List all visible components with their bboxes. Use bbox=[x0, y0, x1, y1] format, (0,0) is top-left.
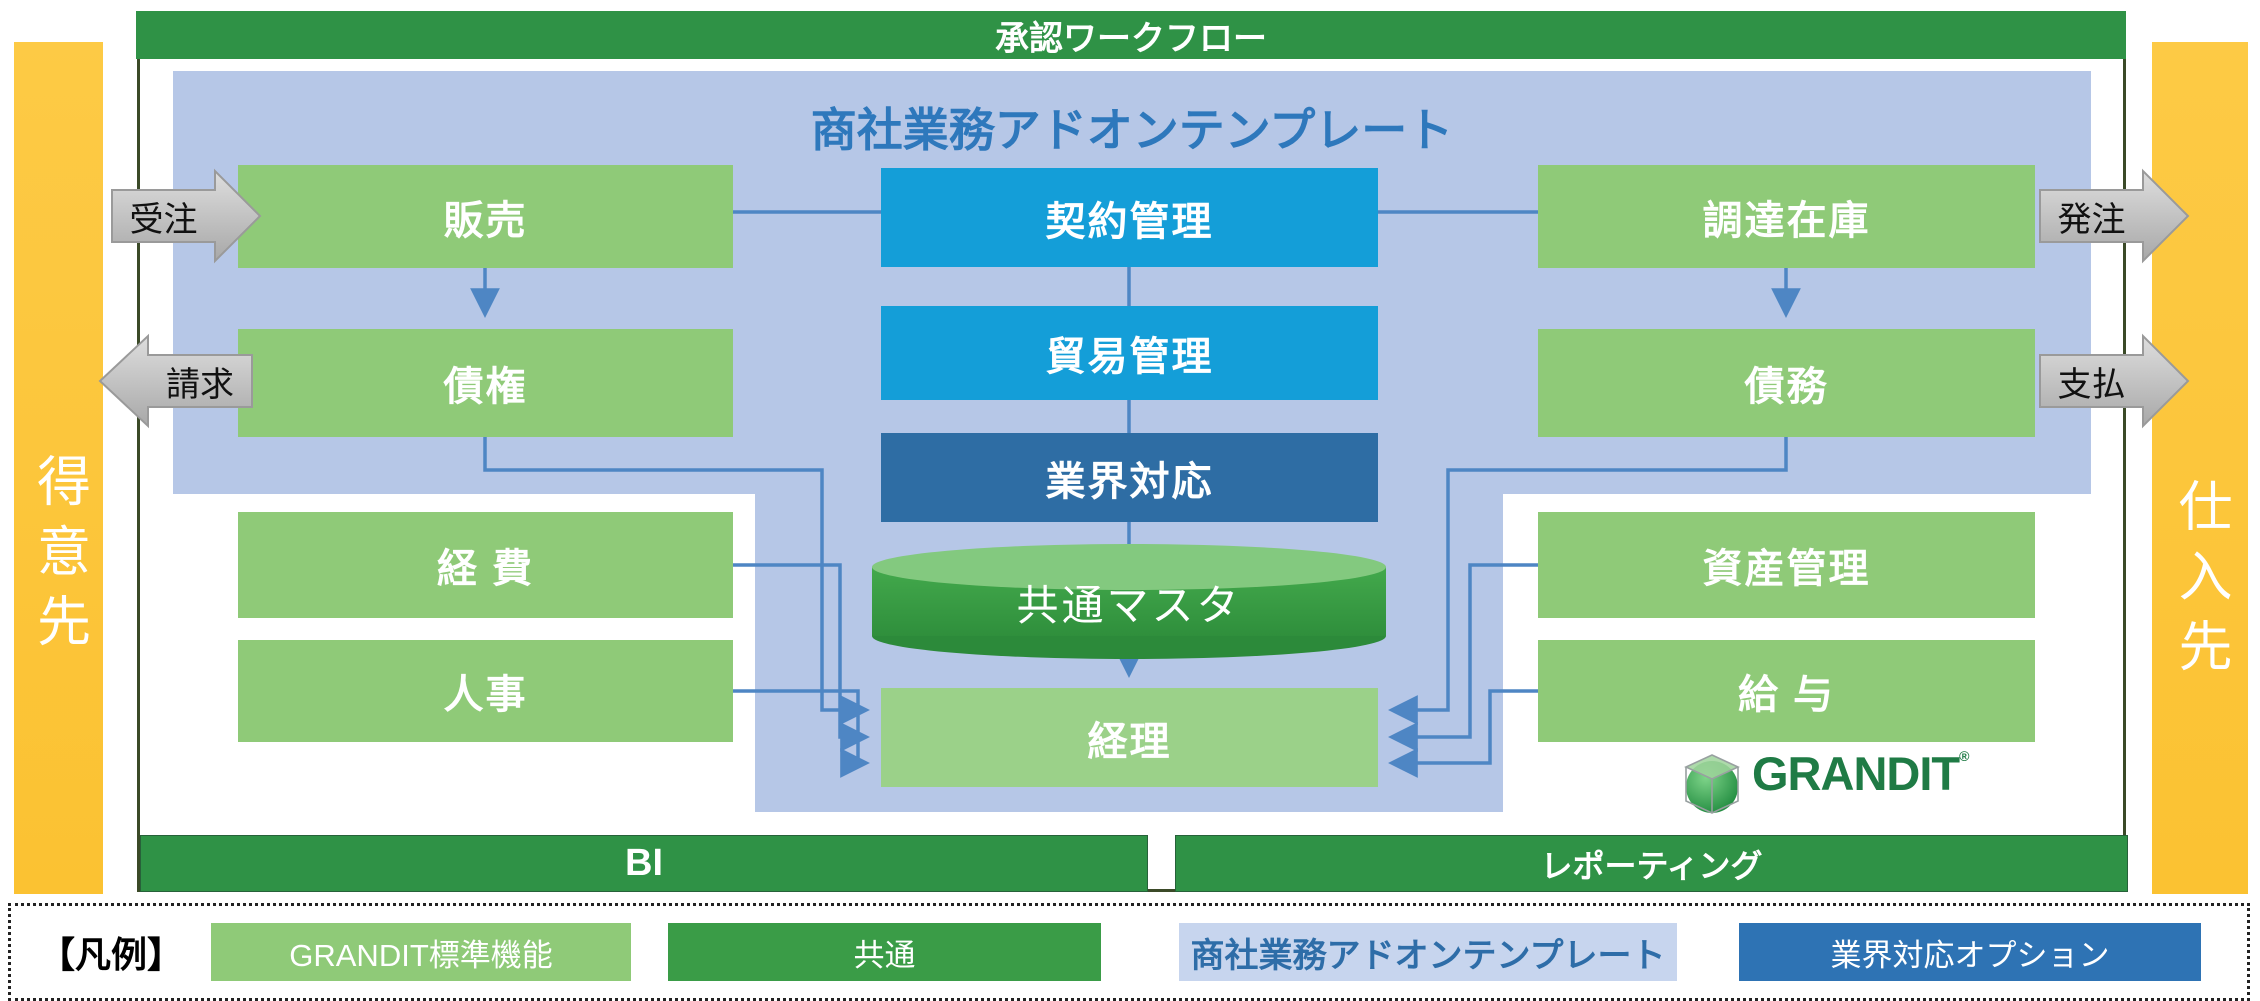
module-common-master: 共通マスタ bbox=[1016, 581, 1242, 629]
cylinder-top bbox=[872, 544, 1386, 590]
module-receivables: 債権 bbox=[238, 329, 733, 437]
grandit-logo-text: GRANDIT bbox=[1752, 747, 1960, 800]
arrow-keihi-keiri bbox=[733, 563, 870, 752]
order-in-label: 受注 bbox=[129, 200, 198, 239]
customer-rail-label: 得意先 bbox=[28, 453, 89, 663]
grandit-logo-icon bbox=[1684, 754, 1740, 814]
module-expenses: 経 費 bbox=[238, 512, 733, 618]
arrow-kyuyo-keiri bbox=[1388, 689, 1538, 778]
module-asset-management: 資産管理 bbox=[1538, 512, 2035, 618]
supplier-rail-label: 仕入先 bbox=[2170, 478, 2230, 688]
grandit-logo: GRANDIT ® bbox=[1680, 747, 1970, 800]
common-master-cylinder bbox=[872, 544, 1386, 659]
module-industry-support: 業界対応 bbox=[881, 433, 1378, 522]
customer-rail: 得意先 bbox=[14, 42, 103, 894]
approval-workflow-label: 承認ワークフロー bbox=[995, 19, 1267, 58]
module-payroll: 給 与 bbox=[1538, 640, 2035, 742]
module-procurement-inventory: 調達在庫 bbox=[1538, 165, 2035, 268]
legend-item-addon: 商社業務アドオンテンプレート bbox=[1179, 923, 1677, 981]
registered-mark: ® bbox=[1959, 747, 1970, 764]
module-hr: 人事 bbox=[238, 640, 733, 742]
logo-cube-wireframe bbox=[1684, 754, 1740, 814]
module-sales: 販売 bbox=[238, 165, 733, 268]
billing-label: 請求 bbox=[166, 365, 234, 404]
module-payables: 債務 bbox=[1538, 329, 2035, 437]
approval-workflow-bar: 承認ワークフロー bbox=[136, 11, 2126, 59]
module-trade-management: 貿易管理 bbox=[881, 306, 1378, 400]
legend-item-industry: 業界対応オプション bbox=[1739, 923, 2201, 981]
legend-item-common: 共通 bbox=[668, 923, 1101, 981]
module-accounting: 経理 bbox=[881, 688, 1378, 787]
arrow-shisan-keiri bbox=[1388, 563, 1538, 752]
payment-label: 支払 bbox=[2057, 365, 2126, 404]
module-contract-management: 契約管理 bbox=[881, 168, 1378, 267]
panel-title: 商社業務アドオンテンプレート bbox=[810, 104, 1454, 156]
legend-item-standard: GRANDIT標準機能 bbox=[211, 923, 631, 981]
purchase-order-label: 発注 bbox=[2057, 200, 2126, 239]
arrow-saiken-keiri bbox=[483, 437, 870, 725]
arrow-links bbox=[470, 268, 1801, 778]
arrow-jinji-keiri bbox=[733, 689, 870, 778]
reporting-bar: レポーティング bbox=[1175, 835, 2128, 892]
bi-bar: BI bbox=[140, 835, 1148, 892]
plain-links bbox=[733, 210, 1538, 550]
legend-title: 【凡例】 bbox=[39, 934, 184, 975]
arrow-saimu-keiri bbox=[1388, 437, 1788, 725]
legend: 【凡例】 GRANDIT標準機能 共通 商社業務アドオンテンプレート 業界対応オ… bbox=[8, 903, 2250, 1001]
